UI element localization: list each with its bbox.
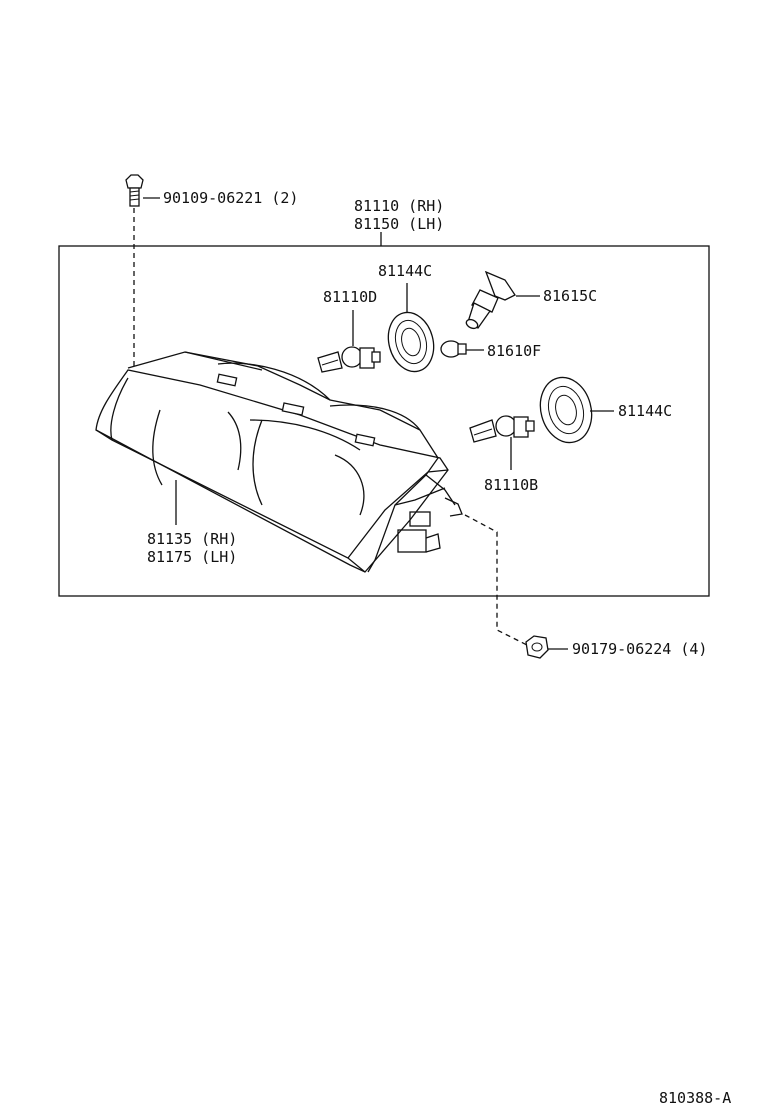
bulb-81610f-icon[interactable] [440,340,467,358]
label-socket-upper: 81144C [378,262,432,280]
label-nut: 90179-06224 (4) [572,640,707,658]
screw-icon[interactable] [125,174,144,207]
label-lens-rh: 81135 (RH) [147,530,237,548]
assembly-frame [58,245,710,597]
label-socket-right: 81144C [618,402,672,420]
bulb-81615c-icon[interactable] [465,270,516,330]
headlamp-housing-icon [127,351,463,573]
nut-icon[interactable] [525,635,549,659]
label-lens-lh: 81175 (LH) [147,548,237,566]
diagram-id: 810388-A [659,1089,731,1107]
socket-right-icon[interactable] [533,372,598,449]
label-bulb-small: 81610F [487,342,541,360]
socket-upper-icon[interactable] [382,307,440,376]
bulb-81110b-icon[interactable] [469,415,535,443]
label-bulb-hb: 81615C [543,287,597,305]
lens-icon [95,369,449,573]
label-assembly-lh: 81150 (LH) [354,215,444,233]
label-bulb-lower: 81110B [484,476,538,494]
label-bulb-upper: 81110D [323,288,377,306]
bulb-81110d-icon[interactable] [317,346,381,373]
label-assembly-rh: 81110 (RH) [354,197,444,215]
nut-dashed-guide [464,514,528,646]
label-screw: 90109-06221 (2) [163,189,298,207]
